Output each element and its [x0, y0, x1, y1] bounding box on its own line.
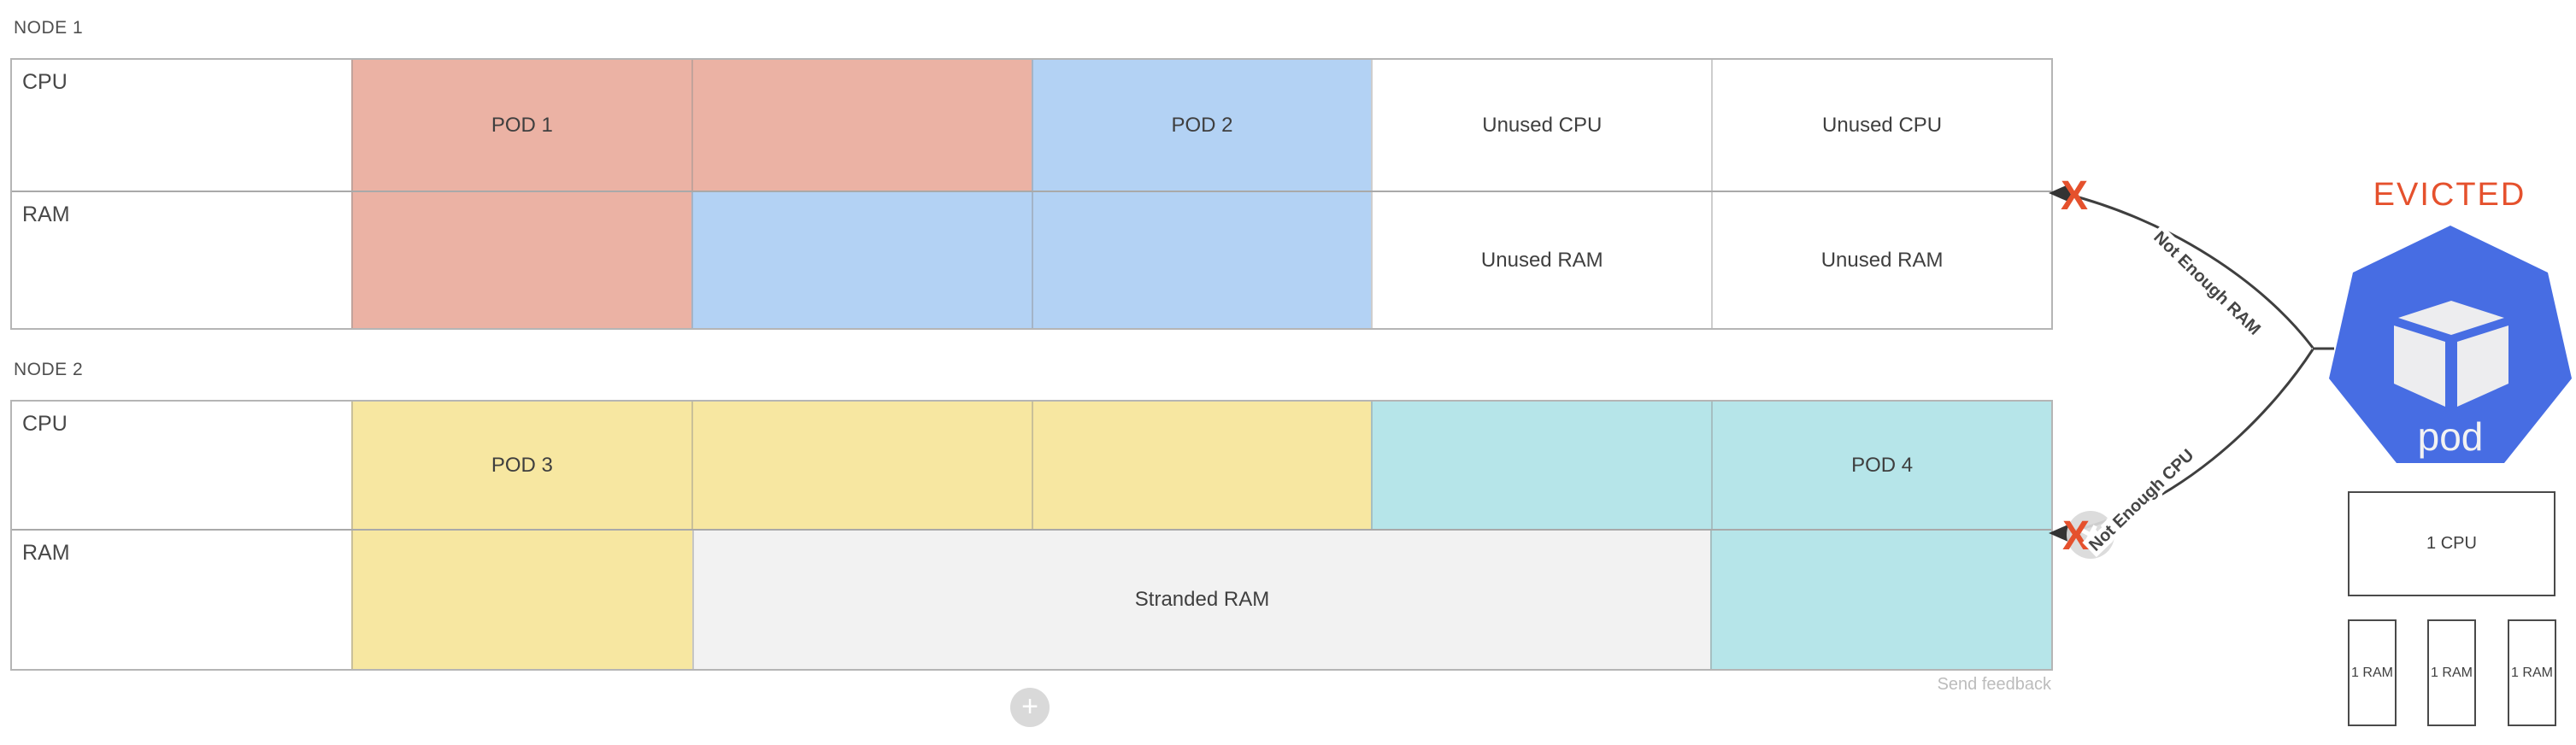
node1-ram-cell-unused2: Unused RAM [1711, 192, 2051, 328]
node1-cpu-cell-pod1b [691, 60, 1032, 191]
node1-cpu-cell-unused2: Unused CPU [1711, 60, 2051, 191]
node1-cpu-row-label: CPU [12, 60, 351, 191]
not-enough-ram-curve [2062, 191, 2314, 349]
evicted-label: EVICTED [2373, 177, 2526, 213]
node2-table: CPU POD 3 POD 4 RAM Stranded RAM [10, 400, 2053, 671]
node1-ram-row-label: RAM [12, 192, 351, 328]
node1-table: CPU POD 1 POD 2 Unused CPU Unused CPU RA… [10, 58, 2053, 330]
node2-cpu-cell-pod3: POD 3 [351, 402, 691, 529]
send-feedback-link[interactable]: Send feedback [1937, 675, 2051, 694]
node2-ram-row: RAM Stranded RAM [12, 529, 2051, 669]
node2-ram-cell-stranded: Stranded RAM [691, 531, 1711, 669]
cell-label: Unused RAM [1480, 248, 1603, 272]
plus-icon [2080, 525, 2101, 545]
ram-requirement-label: 1 RAM [2431, 665, 2473, 680]
node1-ram-cell-pod1 [351, 192, 691, 328]
cpu-requirement-box: 1 CPU [2348, 491, 2555, 596]
ram-requirement-box: 1 RAM [2427, 619, 2476, 726]
cell-label: Stranded RAM [1134, 588, 1270, 611]
connector-handle[interactable] [2067, 511, 2114, 559]
add-button[interactable]: + [1010, 688, 1050, 727]
cell-label: POD 2 [1171, 113, 1233, 137]
ram-label: RAM [22, 202, 70, 226]
not-enough-cpu-curve [2062, 349, 2314, 535]
node1-cpu-cell-unused1: Unused CPU [1371, 60, 1712, 191]
ram-requirement-label: 1 RAM [2351, 665, 2393, 680]
node1-ram-row: RAM Unused RAM Unused RAM [12, 191, 2051, 328]
cell-label: Unused RAM [1820, 248, 1944, 272]
ram-label: RAM [22, 541, 70, 565]
node2-cpu-cell-pod4: POD 4 [1711, 402, 2051, 529]
node1-cpu-row: CPU POD 1 POD 2 Unused CPU Unused CPU [12, 60, 2051, 191]
node2-title: NODE 2 [14, 360, 84, 379]
node1-cpu-cell-pod1: POD 1 [351, 60, 691, 191]
cpu-label: CPU [22, 412, 68, 436]
pod-label: pod [2418, 414, 2484, 459]
x-mark-icon: X [2061, 173, 2088, 219]
node1-ram-cell-pod2b [1031, 192, 1372, 328]
cell-label: POD 4 [1851, 453, 1914, 477]
node2-ram-cell-pod4 [1710, 531, 2051, 669]
node2-ram-cell-pod3 [351, 531, 692, 669]
ram-requirement-box: 1 RAM [2348, 619, 2397, 726]
ram-requirement-box: 1 RAM [2508, 619, 2556, 726]
node1-ram-cell-unused1: Unused RAM [1371, 192, 1712, 328]
node2-cpu-row: CPU POD 3 POD 4 [12, 402, 2051, 529]
pod-heptagon-icon: pod [2329, 226, 2572, 463]
node1-ram-cell-pod2a [691, 192, 1032, 328]
cell-label: POD 1 [491, 113, 553, 137]
cell-label: Unused CPU [1482, 113, 1603, 137]
node2-ram-row-label: RAM [12, 531, 351, 669]
ram-requirement-label: 1 RAM [2511, 665, 2553, 680]
cube-icon [2394, 301, 2508, 407]
cell-label: POD 3 [491, 453, 553, 477]
cpu-label: CPU [22, 70, 68, 94]
not-enough-ram-label: Not Enough RAM [2150, 228, 2264, 339]
node1-title: NODE 1 [14, 18, 84, 38]
node2-cpu-cell-pod3b [691, 402, 1032, 529]
cell-label: Unused CPU [1822, 113, 1943, 137]
cpu-requirement-label: 1 CPU [2426, 534, 2477, 553]
node2-cpu-cell-pod3c [1031, 402, 1372, 529]
node2-cpu-cell-pod4a [1371, 402, 1712, 529]
node2-cpu-row-label: CPU [12, 402, 351, 529]
node1-cpu-cell-pod2: POD 2 [1031, 60, 1372, 191]
